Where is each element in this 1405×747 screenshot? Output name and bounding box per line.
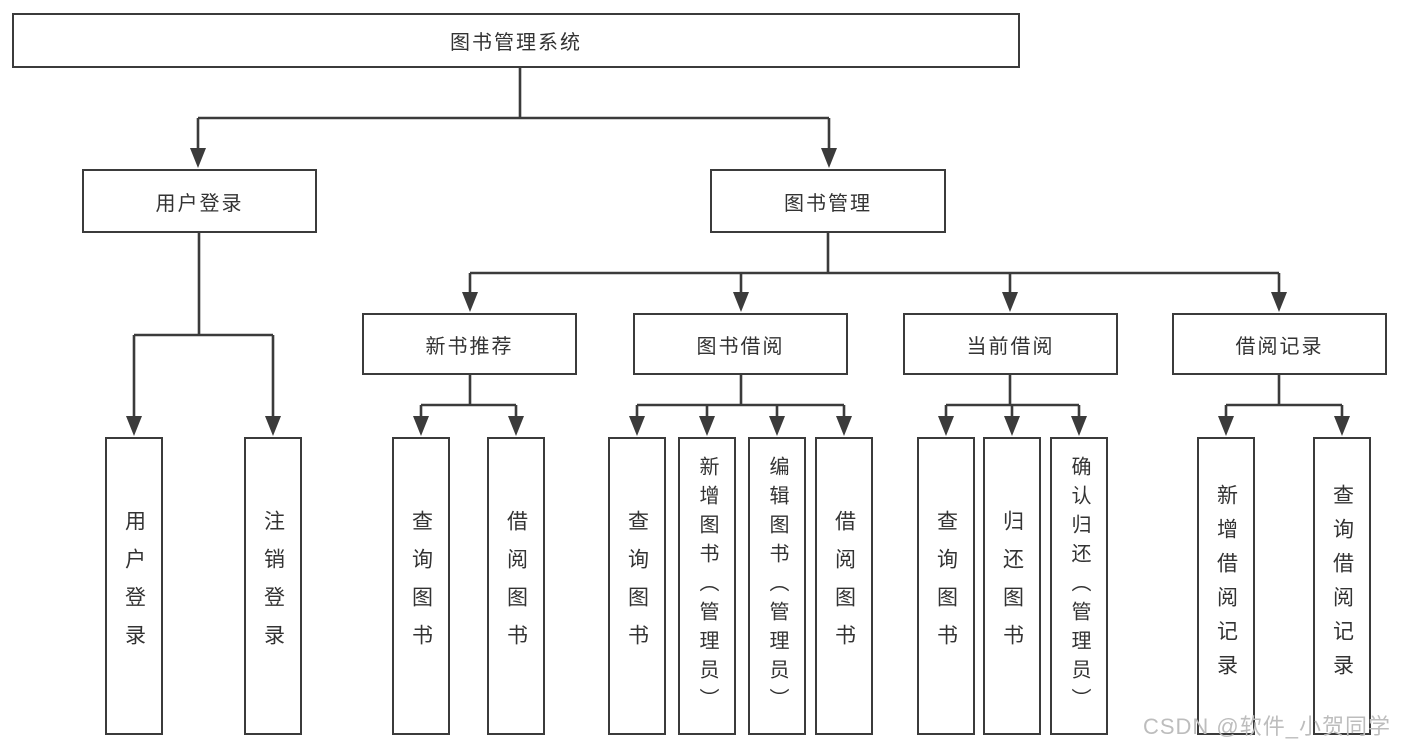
leaf-edit-books-admin: 编辑图书（管理员） — [748, 437, 806, 735]
leaf-user-login-label: 用户登录 — [122, 510, 146, 662]
connector-new-book-recommend-to-leaves — [413, 375, 524, 436]
connector-borrow-records-to-leaves — [1218, 375, 1350, 436]
node-user-login: 用户登录 — [82, 169, 317, 233]
connector-user-login-to-leaves — [126, 233, 281, 436]
leaf-query-books-recommend: 查询图书 — [392, 437, 450, 735]
connector-book-management-to-level3 — [462, 233, 1287, 312]
leaf-add-borrow-record-label: 新增借阅记录 — [1214, 484, 1238, 688]
node-new-book-recommend-label: 新书推荐 — [425, 335, 514, 358]
leaf-borrow-books-recommend: 借阅图书 — [487, 437, 545, 735]
node-book-management: 图书管理 — [710, 169, 946, 233]
node-user-login-label: 用户登录 — [155, 192, 244, 215]
node-root-system: 图书管理系统 — [12, 13, 1020, 68]
leaf-query-books-recommend-label: 查询图书 — [409, 510, 433, 662]
node-new-book-recommend: 新书推荐 — [362, 313, 577, 375]
node-book-borrow-label: 图书借阅 — [696, 335, 785, 358]
leaf-confirm-return-admin: 确认归还（管理员） — [1050, 437, 1108, 735]
leaf-query-borrow-record: 查询借阅记录 — [1313, 437, 1371, 735]
leaf-return-books-label: 归还图书 — [1000, 510, 1024, 662]
node-root-label: 图书管理系统 — [450, 32, 582, 54]
connector-root-to-level2 — [190, 68, 837, 168]
leaf-borrow-books-recommend-label: 借阅图书 — [504, 510, 528, 662]
leaf-return-books: 归还图书 — [983, 437, 1041, 735]
leaf-add-books-admin-label: 新增图书（管理员） — [696, 455, 718, 717]
node-book-borrow: 图书借阅 — [633, 313, 848, 375]
leaf-logout-label: 注销登录 — [261, 510, 285, 662]
node-current-borrow: 当前借阅 — [903, 313, 1118, 375]
csdn-watermark: CSDN @软件_小贺同学 — [1142, 714, 1391, 739]
leaf-edit-books-admin-label: 编辑图书（管理员） — [766, 455, 788, 717]
leaf-borrow-books: 借阅图书 — [815, 437, 873, 735]
connector-book-borrow-to-leaves — [629, 375, 852, 436]
leaf-query-books-current: 查询图书 — [917, 437, 975, 735]
leaf-query-books-borrow: 查询图书 — [608, 437, 666, 735]
leaf-borrow-books-label: 借阅图书 — [832, 510, 856, 662]
node-borrow-records-label: 借阅记录 — [1235, 335, 1324, 358]
node-borrow-records: 借阅记录 — [1172, 313, 1387, 375]
connector-current-borrow-to-leaves — [938, 375, 1087, 436]
leaf-logout: 注销登录 — [244, 437, 302, 735]
leaf-user-login: 用户登录 — [105, 437, 163, 735]
leaf-add-books-admin: 新增图书（管理员） — [678, 437, 736, 735]
leaf-add-borrow-record: 新增借阅记录 — [1197, 437, 1255, 735]
leaf-query-books-borrow-label: 查询图书 — [625, 510, 649, 662]
leaf-query-borrow-record-label: 查询借阅记录 — [1330, 484, 1354, 688]
node-current-borrow-label: 当前借阅 — [966, 335, 1055, 358]
node-book-management-label: 图书管理 — [784, 192, 872, 215]
leaf-query-books-current-label: 查询图书 — [934, 510, 958, 662]
leaf-confirm-return-admin-label: 确认归还（管理员） — [1068, 455, 1090, 717]
